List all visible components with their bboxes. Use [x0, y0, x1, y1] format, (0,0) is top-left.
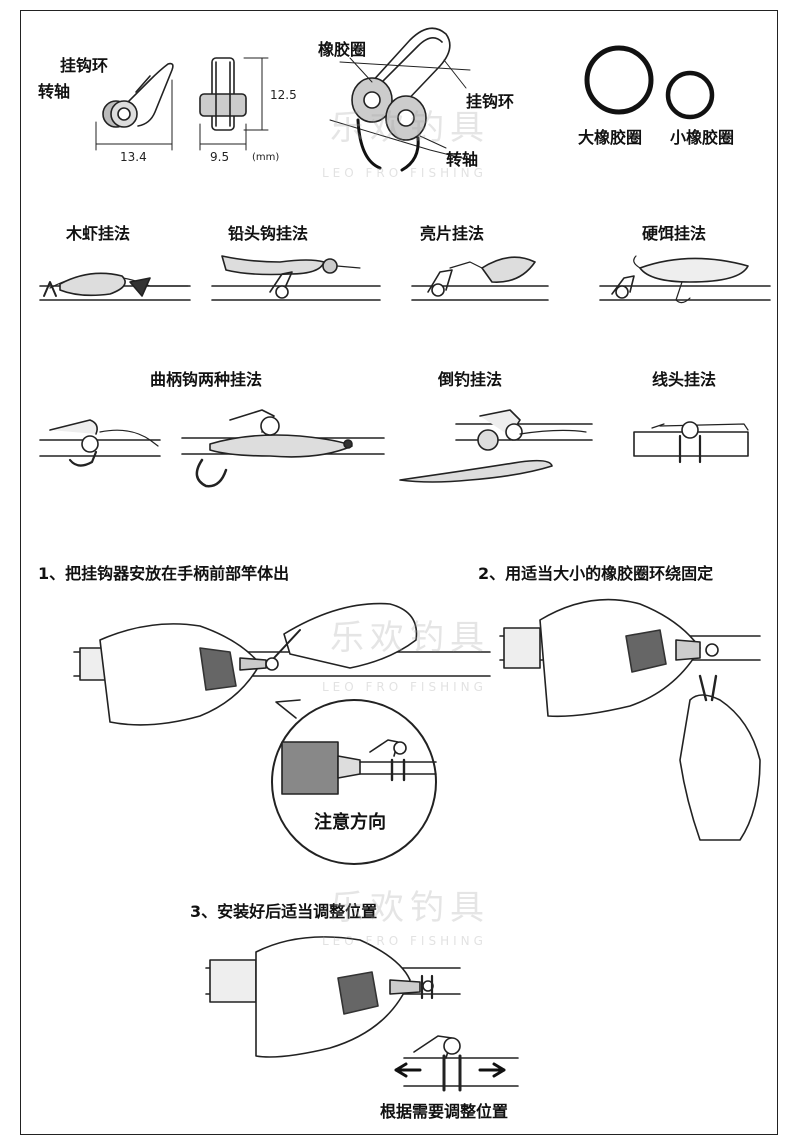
method-jig-head: [211, 255, 381, 301]
rubber-bands: [584, 45, 715, 120]
step1-illustration: [73, 602, 491, 865]
keeper-3d-view: [329, 27, 471, 172]
keeper-side-view: [95, 62, 174, 151]
dim-depth: 9.5: [210, 150, 230, 164]
method-title-dropshot: 倒钓挂法: [438, 370, 503, 389]
note-direction: 注意方向: [314, 812, 386, 833]
step3-illustration: [205, 936, 519, 1092]
method-offset-hook-a: [39, 419, 161, 467]
keeper-front-view: [199, 57, 269, 151]
method-title-hardbait: 硬饵挂法: [642, 224, 707, 243]
method-title-linetip: 线头挂法: [652, 370, 717, 389]
watermark-en: LEO FRO FISHING: [322, 934, 487, 948]
label-pivot-b: 转轴: [446, 150, 479, 169]
dim-width: 13.4: [120, 150, 147, 164]
label-hook-ring: 挂钩环: [60, 56, 109, 75]
step2-illustration: [499, 598, 761, 841]
step1-text: 1、把挂钩器安放在手柄前部竿体出: [38, 564, 290, 583]
label-rubber-band: 橡胶圈: [318, 40, 367, 59]
watermark-en: LEO FRO FISHING: [322, 680, 487, 694]
method-drop-shot: [399, 409, 593, 483]
diagram-frame: [20, 10, 778, 1135]
method-line-tip: [633, 421, 749, 464]
dim-unit: (mm): [252, 152, 280, 163]
label-large-band: 大橡胶圈: [578, 128, 643, 147]
watermark-cn: 乐欢钓具: [330, 108, 490, 148]
method-squid-jig: [39, 272, 191, 301]
method-title-squid: 木虾挂法: [66, 224, 131, 243]
method-title-spoon: 亮片挂法: [420, 224, 485, 243]
watermark-cn: 乐欢钓具: [330, 888, 490, 928]
method-title-jighead: 铅头钩挂法: [228, 224, 309, 243]
adjust-position-text: 根据需要调整位置: [380, 1102, 509, 1121]
method-hard-bait: [599, 255, 771, 304]
label-hook-ring-b: 挂钩环: [466, 92, 515, 111]
step3-text: 3、安装好后适当调整位置: [190, 902, 378, 921]
step2-text: 2、用适当大小的橡胶圈环绕固定: [478, 564, 714, 583]
label-small-band: 小橡胶圈: [670, 128, 735, 147]
label-pivot: 转轴: [38, 82, 71, 101]
method-title-offset: 曲柄钩两种挂法: [150, 370, 263, 389]
dim-height: 12.5: [270, 88, 297, 102]
watermark-cn: 乐欢钓具: [330, 618, 490, 658]
method-spoon: [411, 256, 549, 301]
method-offset-hook-b: [181, 409, 385, 488]
watermark-en: LEO FRO FISHING: [322, 166, 487, 180]
